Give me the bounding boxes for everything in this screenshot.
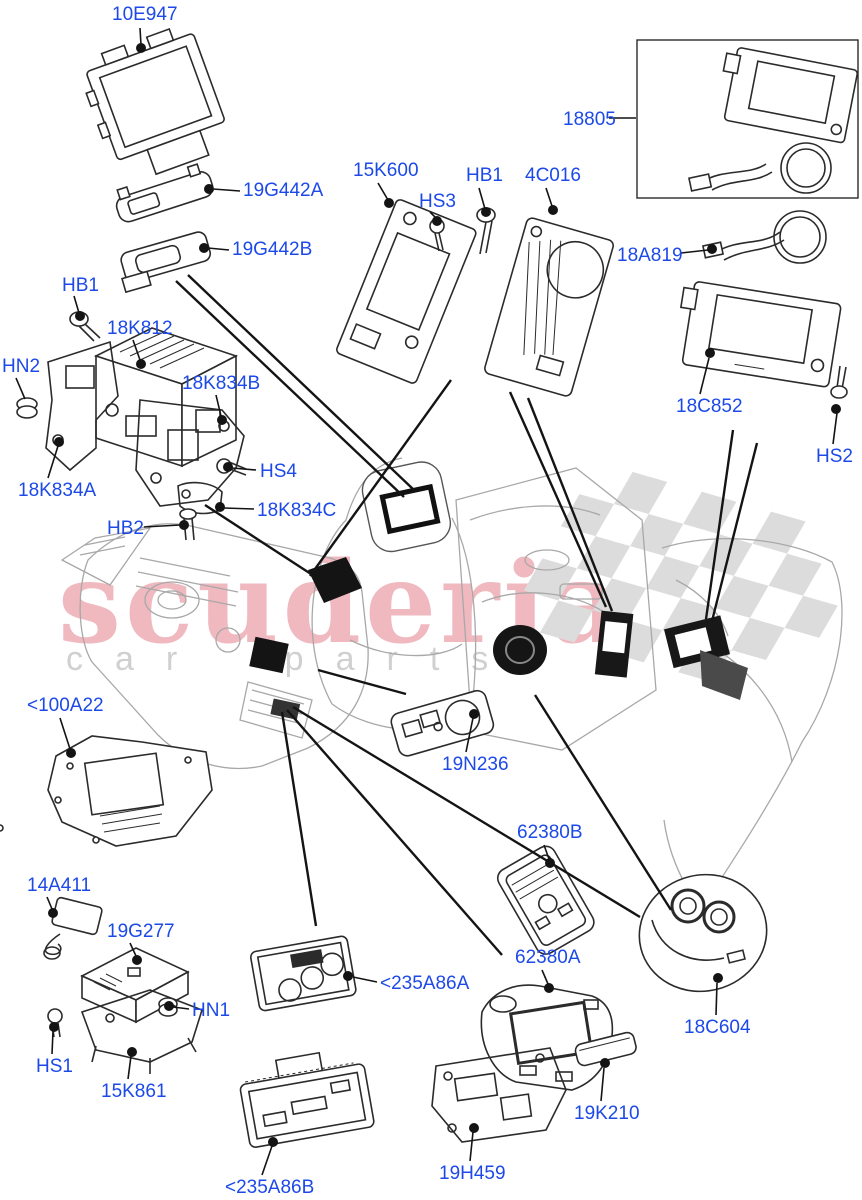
part-label-19K210[interactable]: 19K210 xyxy=(574,1103,640,1124)
part-100A22-plate xyxy=(0,735,213,847)
part-label-18K834A[interactable]: 18K834A xyxy=(18,480,97,501)
part-235A86A-panel xyxy=(249,935,357,1012)
leader-lines xyxy=(15,27,841,1176)
part-14A411-antenna xyxy=(43,896,103,960)
part-label-235A86B[interactable]: <235A86B xyxy=(225,1177,315,1198)
part-label-14A411[interactable]: 14A411 xyxy=(27,875,92,896)
part-label-HS3[interactable]: HS3 xyxy=(419,191,456,212)
part-label-235A86A[interactable]: <235A86A xyxy=(380,973,470,994)
part-label-18C604[interactable]: 18C604 xyxy=(684,1017,751,1038)
part-label-62380A[interactable]: 62380A xyxy=(515,947,581,968)
installed-modules xyxy=(249,461,748,720)
part-label-19G442B[interactable]: 19G442B xyxy=(232,239,313,260)
part-label-4C016[interactable]: 4C016 xyxy=(525,165,581,186)
part-62380A-overhead-unit xyxy=(480,984,614,1091)
part-label-100A22[interactable]: <100A22 xyxy=(27,695,104,716)
part-label-HN1[interactable]: HN1 xyxy=(192,1000,231,1021)
part-10E947-display xyxy=(85,27,225,176)
part-18A819-harness xyxy=(702,210,827,264)
fastener-HS2 xyxy=(830,365,848,399)
part-label-18C852[interactable]: 18C852 xyxy=(676,396,743,417)
part-label-18K812[interactable]: 18K812 xyxy=(107,318,173,339)
part-label-HS2[interactable]: HS2 xyxy=(816,446,853,467)
callout-lines xyxy=(175,274,759,956)
part-label-18805[interactable]: 18805 xyxy=(563,109,616,130)
part-label-10E947[interactable]: 10E947 xyxy=(112,4,178,25)
part-label-HB1-right[interactable]: HB1 xyxy=(466,165,503,186)
part-label-62380B[interactable]: 62380B xyxy=(517,822,583,843)
part-label-HB1-left[interactable]: HB1 xyxy=(62,275,99,296)
checkered-flag-icon xyxy=(523,471,838,683)
part-label-19G442A[interactable]: 19G442A xyxy=(243,180,324,201)
part-label-18K834B[interactable]: 18K834B xyxy=(182,373,261,394)
part-label-HS4[interactable]: HS4 xyxy=(260,461,297,482)
part-18C852-module xyxy=(679,281,842,388)
part-label-15K861[interactable]: 15K861 xyxy=(101,1081,167,1102)
fastener-HB1-left xyxy=(69,311,101,342)
part-label-19H459[interactable]: 19H459 xyxy=(439,1163,506,1184)
part-19G277-module xyxy=(80,947,190,1024)
part-label-HS1[interactable]: HS1 xyxy=(36,1056,73,1077)
part-label-18K834C[interactable]: 18K834C xyxy=(257,500,337,521)
part-18C604-tray xyxy=(638,873,768,993)
part-label-HN2[interactable]: HN2 xyxy=(2,356,41,377)
part-label-HB2[interactable]: HB2 xyxy=(107,518,144,539)
part-19G442A-bracket xyxy=(115,163,214,223)
part-label-18A819[interactable]: 18A819 xyxy=(617,245,683,266)
part-19G442B-bracket xyxy=(120,231,212,294)
part-18805-kit xyxy=(636,39,859,199)
part-62380B-remote xyxy=(496,845,595,955)
part-19N236-aux-panel xyxy=(390,689,495,757)
part-label-15K600[interactable]: 15K600 xyxy=(353,160,419,181)
part-19H459-plate xyxy=(431,1047,567,1143)
part-4C016-amplifier xyxy=(484,217,614,397)
part-15K600-module xyxy=(336,199,477,384)
part-235A86B-panel xyxy=(239,1051,375,1148)
part-18K834B-bracket xyxy=(135,399,245,507)
fastener-HN2-nut xyxy=(16,397,38,419)
part-label-19G277[interactable]: 19G277 xyxy=(107,921,175,942)
part-label-19N236[interactable]: 19N236 xyxy=(442,754,509,775)
